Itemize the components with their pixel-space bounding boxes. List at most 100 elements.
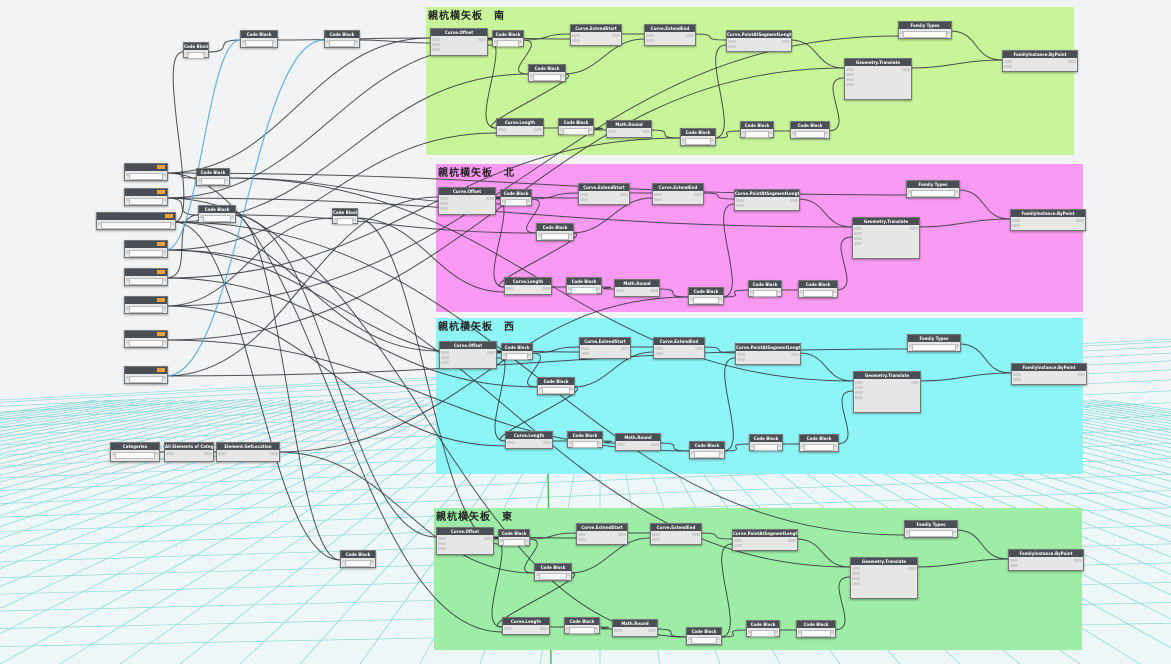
node-geometry-translate[interactable]: Geometry.Translate xyxy=(853,371,921,413)
input-port[interactable] xyxy=(1010,559,1018,562)
output-port[interactable] xyxy=(486,197,494,200)
output-port[interactable] xyxy=(694,193,702,196)
node-curve-extend-end[interactable]: Curve.ExtendEnd xyxy=(653,337,705,359)
input-port[interactable] xyxy=(440,197,448,200)
code-block-field[interactable] xyxy=(129,340,163,347)
input-port[interactable] xyxy=(438,547,446,550)
input-port[interactable] xyxy=(852,582,860,585)
output-port[interactable] xyxy=(902,68,910,71)
node-code-block[interactable]: Code Block xyxy=(689,441,725,459)
output-port[interactable] xyxy=(1068,60,1076,63)
code-block-field[interactable] xyxy=(503,539,525,546)
node-code-block[interactable]: Code Block xyxy=(746,620,780,637)
output-port[interactable] xyxy=(270,452,278,455)
input-port[interactable] xyxy=(614,629,622,632)
input-port[interactable] xyxy=(506,287,514,290)
input-port[interactable] xyxy=(441,356,449,359)
code-block-field[interactable] xyxy=(129,376,163,383)
node-code-block[interactable]: Code Block xyxy=(536,223,574,241)
output-port[interactable] xyxy=(908,567,916,570)
node-curve-extend-start[interactable]: Curve.ExtendStart xyxy=(570,24,622,46)
input-port[interactable] xyxy=(852,577,860,580)
input-port[interactable] xyxy=(734,544,742,547)
node-code-block[interactable]: Code Block xyxy=(566,277,602,294)
node-curve-extend-end[interactable]: Curve.ExtendEnd xyxy=(644,24,696,46)
node-code-block[interactable]: Code Block xyxy=(534,563,572,581)
node-code-block[interactable]: Code Block xyxy=(196,168,230,186)
code-block-field[interactable] xyxy=(745,131,769,138)
node-input-node[interactable] xyxy=(124,240,168,258)
input-port[interactable] xyxy=(1013,373,1021,376)
input-port[interactable] xyxy=(652,533,660,536)
input-port[interactable] xyxy=(440,202,448,205)
node-family-types[interactable]: Family Types xyxy=(898,21,952,39)
input-port[interactable] xyxy=(616,289,624,292)
input-port[interactable] xyxy=(432,43,440,46)
input-port[interactable] xyxy=(578,538,586,541)
node-family-types[interactable]: Family Types xyxy=(907,334,961,352)
input-port[interactable] xyxy=(218,452,226,455)
output-port[interactable] xyxy=(791,353,799,356)
output-port[interactable] xyxy=(620,193,628,196)
input-port[interactable] xyxy=(1010,564,1018,567)
input-port[interactable] xyxy=(441,351,449,354)
output-port[interactable] xyxy=(910,227,918,230)
input-port[interactable] xyxy=(646,39,654,42)
input-port[interactable] xyxy=(846,83,854,86)
input-port[interactable] xyxy=(728,45,736,48)
output-port[interactable] xyxy=(1077,373,1085,376)
output-port[interactable] xyxy=(686,34,694,37)
input-port[interactable] xyxy=(166,452,174,455)
output-port[interactable] xyxy=(487,351,495,354)
input-port[interactable] xyxy=(581,352,589,355)
node-curve-extend-end[interactable]: Curve.ExtendEnd xyxy=(652,183,704,205)
input-port[interactable] xyxy=(1004,65,1012,68)
code-block-field[interactable] xyxy=(129,198,163,205)
code-block-field[interactable] xyxy=(533,74,561,81)
code-block-field[interactable] xyxy=(804,444,834,451)
node-input-node[interactable] xyxy=(124,296,168,314)
code-block-field[interactable] xyxy=(245,40,273,47)
input-port[interactable] xyxy=(854,237,862,240)
code-block-field[interactable] xyxy=(129,278,163,285)
node-code-block[interactable]: Code Block xyxy=(796,620,836,638)
input-port[interactable] xyxy=(572,39,580,42)
code-block-field[interactable] xyxy=(505,199,527,206)
input-port[interactable] xyxy=(438,542,446,545)
input-port[interactable] xyxy=(504,627,512,630)
output-port[interactable] xyxy=(621,347,629,350)
node-input-node[interactable] xyxy=(124,188,168,206)
code-block-field[interactable] xyxy=(506,353,528,360)
input-port[interactable] xyxy=(608,130,616,133)
node-code-block[interactable]: Code Block xyxy=(492,30,524,47)
input-port[interactable] xyxy=(432,38,440,41)
input-port[interactable] xyxy=(654,193,662,196)
node-family-types[interactable]: Family Types xyxy=(906,180,960,198)
node-curve-offset[interactable]: Curve.Offset xyxy=(436,527,494,555)
node-input-node[interactable] xyxy=(124,330,168,348)
code-block-field[interactable] xyxy=(542,387,570,394)
node-input-node[interactable] xyxy=(96,212,176,230)
node-curve-length[interactable]: Curve.Length xyxy=(505,431,553,449)
node-curve-point-at-segment-length[interactable]: Curve.PointAtSegmentLength xyxy=(735,343,801,365)
code-block-field[interactable] xyxy=(801,630,831,637)
input-port[interactable] xyxy=(652,538,660,541)
output-port[interactable] xyxy=(543,441,551,444)
node-code-block[interactable]: Code Block xyxy=(799,434,839,452)
node-code-block[interactable]: Code Block xyxy=(686,627,722,645)
input-port[interactable] xyxy=(855,386,863,389)
input-port[interactable] xyxy=(846,68,854,71)
output-port[interactable] xyxy=(204,452,212,455)
node-curve-offset[interactable]: Curve.Offset xyxy=(439,341,497,369)
code-block-field[interactable] xyxy=(903,31,947,38)
code-block-field[interactable] xyxy=(694,451,720,458)
input-port[interactable] xyxy=(1012,219,1020,222)
node-code-block[interactable]: Code Block xyxy=(790,121,830,139)
input-port[interactable] xyxy=(852,572,860,575)
output-port[interactable] xyxy=(782,40,790,43)
input-port[interactable] xyxy=(855,391,863,394)
node-code-block[interactable]: Code Block xyxy=(324,30,360,48)
output-port[interactable] xyxy=(1076,219,1084,222)
code-block-field[interactable] xyxy=(115,452,155,459)
output-port[interactable] xyxy=(911,381,919,384)
